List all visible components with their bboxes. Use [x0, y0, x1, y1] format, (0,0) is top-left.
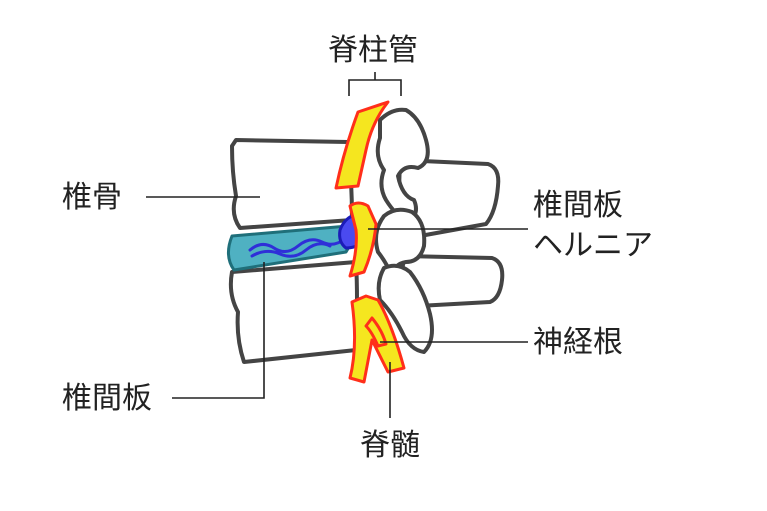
middle-facet-joint [374, 207, 427, 278]
herniation-label-line2: ヘルニア [533, 228, 653, 263]
upper-vertebral-body [230, 138, 354, 230]
vertebra-label: 椎骨 [62, 180, 122, 215]
spinal-canal-bracket [348, 79, 402, 96]
upper-facet-joint [375, 107, 430, 224]
nucleus-pulposus-wave [248, 236, 348, 258]
lower-facet-joint [376, 263, 434, 354]
spinal-cord-label: 脊髄 [360, 428, 420, 463]
lower-vertebral-body [228, 260, 359, 364]
disc-leader-line [172, 262, 265, 399]
herniation-label-line1: 椎間板 [533, 188, 623, 223]
nerve-root-label: 神経根 [533, 325, 623, 360]
intervertebral-disc-label: 椎間板 [62, 381, 152, 416]
spinal-cord-middle [348, 201, 378, 278]
nerve-root-branch [364, 316, 388, 348]
spinal-cord-upper [334, 100, 390, 190]
spinal-canal-label: 脊柱管 [328, 33, 418, 68]
